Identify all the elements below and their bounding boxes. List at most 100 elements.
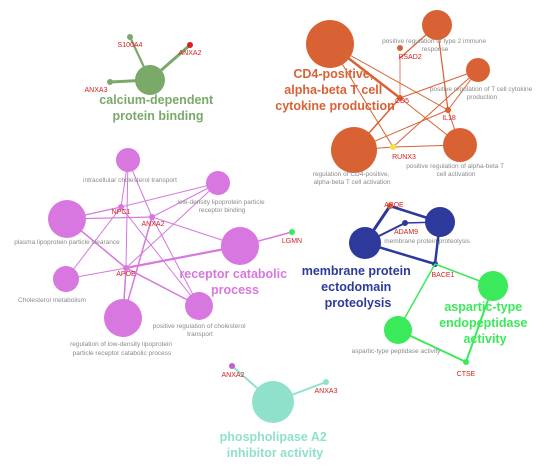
term-node-calcium-binding[interactable] [135,65,165,95]
gene-node-anxa3[interactable] [323,379,329,385]
term-label-tcell-cytokine: positive regulation of T cell cytokine p… [430,86,534,101]
cluster-title-line: calcium-dependent [99,93,214,107]
cluster-title-aspartic: aspartic-type endopeptidase activity [439,300,531,346]
gene-node-s100a4[interactable] [127,34,133,40]
cluster-title-line: activity [463,332,506,346]
gene-label-apoe: APOE [384,202,404,209]
term-node-tcell-cytokine[interactable] [466,58,490,82]
term-label-plasma-clearance: plasma lipoprotein particle clearance [14,239,120,246]
cluster-title-line: alpha-beta T cell [284,83,382,97]
gene-node-anxa2[interactable] [149,214,155,220]
term-node-intracellular-cholesterol[interactable] [116,148,140,172]
gene-label-adam9: ADAM9 [394,229,418,236]
term-node-reg-ldl-catabolic[interactable] [104,299,142,337]
term-node-reg-cd4-activation[interactable] [331,127,377,173]
gene-label-rsad2: RSAD2 [398,54,421,61]
cluster-aspartic-endopeptidase: aspartic-type peptidase activity CTSE as… [352,263,531,378]
cluster-title-line: process [211,283,259,297]
term-label-line: transport [187,331,213,338]
cluster-title-line: inhibitor activity [227,446,324,460]
gene-node-cd5[interactable] [397,95,403,101]
term-node-cd4-cytokine[interactable] [306,20,354,68]
gene-node-anxa3[interactable] [107,79,113,85]
edge [151,182,219,218]
term-node-type2-response[interactable] [422,10,452,40]
term-label-pos-reg-chol-transport: positive regulation of cholesterol trans… [153,323,248,338]
cluster-cd4-cytokine-production: positive regulation of type 2 immune res… [275,10,534,186]
edge [120,206,200,307]
term-node-membrane-ectodomain[interactable] [349,227,381,259]
gene-label-anxa2: ANXA2 [222,372,245,379]
edge [399,69,479,99]
term-label-line: particle receptor catabolic process [73,350,172,357]
term-node-pos-reg-alphabeta[interactable] [443,128,477,162]
term-label-membrane-proteolysis: membrane protein proteolysis [384,238,470,245]
gene-label-anxa3: ANXA3 [85,87,108,94]
gene-node-anxa2[interactable] [229,363,235,369]
gene-label-ctse: CTSE [457,371,476,378]
term-label-cholesterol-metabolism: Cholesterol metabolism [18,297,86,304]
term-label-line: regulation of CD4-positive, [313,171,390,178]
term-label-line: cell activation [436,171,475,178]
gene-node-apoe[interactable] [387,203,393,209]
term-label-intracellular-cholesterol: intracellular cholesterol transport [83,177,177,184]
term-node-membrane-proteolysis[interactable] [425,207,455,237]
cluster-title-line: receptor catabolic [179,267,287,281]
gene-label-anxa2: ANXA2 [179,50,202,57]
gene-label-bace1: BACE1 [432,272,455,279]
gene-node-rsad2[interactable] [397,45,403,51]
gene-node-runx3[interactable] [390,144,396,150]
term-label-reg-cd4-activation: regulation of CD4-positive, alpha-beta T… [313,171,391,186]
cluster-title-calcium: calcium-dependent protein binding [99,93,216,123]
term-label-aspartic-peptidase: aspartic-type peptidase activity [352,348,442,355]
gene-label-il18: IL18 [442,115,456,122]
cluster-title-membrane: membrane protein ectodomain proteolysis [302,264,415,310]
term-node-cholesterol-metabolism[interactable] [53,266,79,292]
edge [151,216,200,307]
term-label-line: positive regulation of type 2 immune [382,38,486,45]
cluster-title-line: protein binding [113,109,204,123]
cluster-title-line: endopeptidase [439,316,527,330]
cluster-title-line: cytokine production [275,99,394,113]
gene-node-lgmn[interactable] [289,229,295,235]
edge [125,244,241,270]
term-node-plasma-clearance[interactable] [48,200,86,238]
gene-label-anxa3: ANXA3 [315,388,338,395]
gene-label-s100a4: S100A4 [118,42,143,49]
gene-node-anxa2[interactable] [187,42,193,48]
cluster-title-line: aspartic-type [444,300,522,314]
gene-node-il18[interactable] [445,107,451,113]
cluster-receptor-catabolic-process: intracellular cholesterol transport low-… [14,148,302,357]
gene-node-adam9[interactable] [402,220,408,226]
gene-label-runx3: RUNX3 [392,154,416,161]
term-label-line: production [467,94,498,101]
term-node-receptor-catabolic[interactable] [221,227,259,265]
term-label-type2-response: positive regulation of type 2 immune res… [382,38,488,53]
term-label-pos-reg-alphabeta: positive regulation of alpha-beta T cell… [406,163,506,178]
gene-label-anxa2: ANXA2 [142,221,165,228]
term-label-line: positive regulation of cholesterol [153,323,246,330]
cluster-title-phospholipase: phospholipase A2 inhibitor activity [220,430,331,460]
gene-node-ctse[interactable] [463,359,469,365]
term-node-phospholipase-a2[interactable] [252,381,294,423]
term-label-line: regulation of low-density lipoprotein [70,341,172,348]
cluster-title-line: ectodomain [321,280,391,294]
term-label-line: response [422,46,449,53]
term-label-reg-ldl-catabolic: regulation of low-density lipoprotein pa… [70,341,174,357]
term-node-pos-reg-chol-transport[interactable] [185,292,213,320]
term-label-line: positive regulation of T cell cytokine [430,86,533,93]
gene-node-npc1[interactable] [118,204,124,210]
term-label-line: alpha-beta T cell activation [313,179,390,186]
term-node-ldl-binding[interactable] [206,171,230,195]
term-node-aspartic-endopeptidase[interactable] [478,271,508,301]
edge [392,69,479,148]
gene-node-apoe[interactable] [123,265,129,271]
term-node-aspartic-peptidase[interactable] [384,316,412,344]
term-label-line: low-density lipoprotein particle [178,199,265,206]
edge [65,206,122,280]
term-label-line: receptor binding [199,207,246,214]
cluster-calcium-dependent-protein-binding: S100A4 ANXA2 ANXA3 calcium-dependent pro… [85,34,216,123]
cluster-title-line: membrane protein [302,264,411,278]
edge [120,182,219,208]
